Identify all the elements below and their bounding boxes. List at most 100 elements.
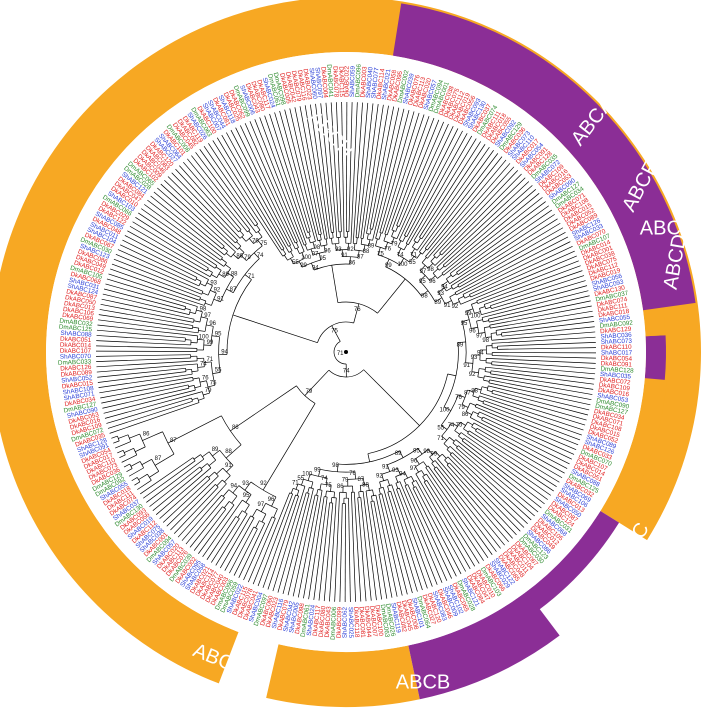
branch-leaf	[99, 309, 193, 326]
branch-internal	[226, 288, 234, 294]
branch-leaf	[309, 104, 330, 239]
bootstrap-value: 89	[434, 300, 441, 306]
branch-internal	[464, 295, 471, 299]
branch-arc	[256, 508, 267, 515]
branch-internal	[403, 243, 408, 251]
branch-arc	[439, 252, 442, 256]
branch-internal	[218, 273, 225, 278]
branch-leaf	[439, 170, 519, 254]
branch-leaf	[462, 241, 571, 295]
branch-leaf	[351, 492, 356, 602]
branch-internal	[312, 241, 315, 248]
branch-arc	[387, 448, 419, 466]
branch-internal	[290, 488, 294, 494]
branch-leaf	[215, 513, 248, 566]
branch-internal	[436, 253, 441, 259]
tip-label: DkABC116	[296, 70, 308, 102]
branch-leaf	[279, 110, 316, 242]
branch-arc	[399, 239, 403, 242]
branch-leaf	[221, 134, 290, 253]
branch-leaf	[488, 385, 590, 411]
branch-arc	[195, 277, 198, 281]
tip-label: DkABC109	[598, 382, 630, 393]
bootstrap-value: 93	[242, 481, 249, 487]
branch-leaf	[482, 290, 589, 318]
branch-leaf	[230, 129, 291, 246]
tip-label: DmABC063	[379, 604, 391, 638]
bootstrap-value: 95	[319, 256, 326, 262]
branch-leaf	[360, 104, 379, 239]
branch-arc	[381, 468, 398, 475]
branch-leaf	[282, 493, 310, 595]
branch-arc	[139, 433, 146, 448]
tip-label: DkABC051	[60, 336, 92, 344]
bootstrap-value: 99	[385, 263, 392, 269]
bootstrap-value: 88	[231, 271, 238, 277]
branch-leaf	[476, 427, 563, 479]
branch-internal	[253, 252, 260, 259]
branch-internal	[479, 306, 486, 309]
branch-internal	[216, 479, 223, 487]
branch-arc	[475, 428, 478, 432]
tip-label: ShABC025	[347, 607, 355, 639]
branch-arc	[396, 225, 400, 227]
branch-arc	[420, 270, 431, 281]
branch-internal	[248, 230, 253, 236]
branch-internal	[257, 231, 263, 238]
branch-leaf	[441, 193, 540, 274]
branch-internal	[356, 237, 358, 244]
branch-arc	[303, 478, 313, 483]
branch-leaf	[446, 464, 513, 539]
branch-leaf	[404, 128, 459, 236]
branch-leaf	[396, 123, 449, 239]
branch-leaf	[486, 358, 596, 364]
tip-label: DkABC016	[598, 387, 630, 399]
branch-internal	[203, 361, 212, 363]
branch-internal	[375, 238, 378, 246]
bootstrap-value: 71	[410, 253, 417, 259]
branch-arc	[484, 367, 486, 372]
branch-arc	[299, 251, 305, 254]
branch-leaf	[479, 411, 575, 455]
branch-backbone	[167, 415, 222, 444]
branch-leaf	[153, 191, 223, 250]
branch-arc	[250, 481, 277, 498]
branch-leaf	[97, 371, 187, 383]
branch-leaf	[353, 492, 362, 602]
branch-leaf	[147, 199, 223, 258]
branch-internal	[307, 474, 311, 481]
branch-leaf	[152, 469, 203, 511]
branch-internal	[429, 275, 436, 281]
branch-arc	[366, 233, 371, 235]
branch-leaf	[104, 391, 203, 419]
tip-label: DkABC004	[319, 66, 329, 98]
branch-arc	[309, 487, 314, 489]
branch-leaf	[106, 278, 198, 307]
branch-leaf	[128, 467, 144, 477]
branch-arc	[449, 296, 454, 305]
branch-internal	[262, 480, 270, 491]
branch-internal	[330, 497, 333, 503]
tip-label: ShABC035	[600, 371, 632, 381]
bootstrap-value: 92	[469, 372, 476, 378]
bootstrap-value: 89	[368, 244, 375, 250]
branch-leaf	[406, 130, 463, 237]
bootstrap-value: 76	[384, 246, 391, 252]
branch-internal	[410, 476, 415, 482]
branch-leaf	[98, 373, 193, 389]
branch-leaf	[243, 516, 273, 581]
branch-leaf	[489, 305, 592, 326]
branch-leaf	[111, 263, 201, 298]
branch-internal	[386, 464, 391, 472]
bootstrap-value: 96	[268, 497, 275, 503]
branch-arc	[479, 308, 482, 315]
branch-leaf	[272, 486, 306, 592]
branch-leaf	[490, 370, 594, 385]
branch-backbone-arc	[333, 341, 347, 365]
bootstrap-value: 99	[430, 451, 437, 457]
branch-leaf	[372, 107, 400, 230]
tip-label: ShABC052	[61, 374, 93, 384]
branch-arc	[481, 317, 484, 322]
branch-arc	[237, 245, 242, 250]
branch-arc	[228, 489, 238, 497]
